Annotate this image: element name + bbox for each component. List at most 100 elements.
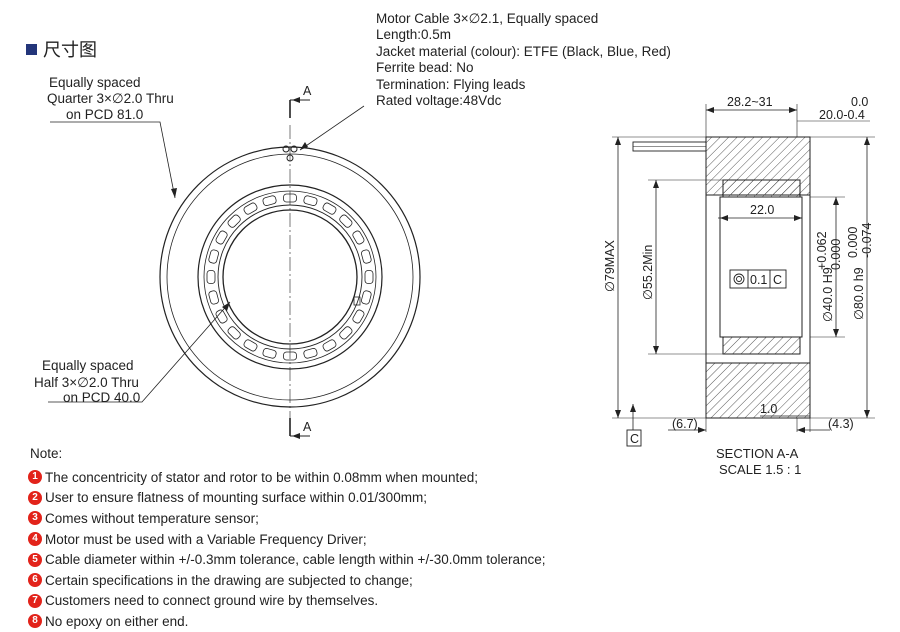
title-square-icon: [26, 44, 37, 55]
stator-slot: [322, 202, 337, 215]
stator-slot: [339, 326, 353, 340]
keyway-notch: [353, 296, 361, 306]
stator-slot: [215, 230, 228, 245]
scale-label: SCALE 1.5 : 1: [719, 462, 801, 477]
notes-header: Note:: [30, 446, 63, 461]
stator-slot: [352, 230, 365, 245]
section-view: [612, 104, 875, 447]
cable-hole: [282, 145, 290, 153]
datum-box: [626, 429, 642, 447]
stator-slot: [352, 309, 365, 324]
callout-quarter-line: Equally spaced: [49, 75, 141, 90]
stator-slot: [227, 214, 241, 228]
stator-slot: [262, 348, 277, 359]
note-number-icon: 2: [28, 490, 42, 505]
note-number-icon: 6: [28, 573, 42, 588]
stator-slot: [227, 326, 241, 340]
section-label: SECTION A-A: [716, 446, 799, 461]
dim-step: 1.0: [760, 402, 777, 416]
stator-slot: [364, 270, 374, 284]
section-lower-lip: [722, 336, 801, 355]
dim-bore-tol-lower: 0.000: [829, 239, 843, 270]
section-lower-body: [705, 362, 811, 419]
cable-spec-line: Length:0.5m: [376, 27, 452, 43]
stator-slot: [322, 339, 337, 352]
stator-slot: [215, 309, 228, 324]
cable-spec-line: Termination: Flying leads: [376, 76, 526, 92]
cable-hole: [290, 145, 298, 153]
cable-spec-block: Motor Cable 3×∅2.1, Equally spaced Lengt…: [376, 11, 671, 109]
dim-bore: ∅40.0 H9: [821, 267, 835, 322]
feature-control-frame: [729, 269, 787, 289]
title-text: 尺寸图: [43, 40, 97, 61]
callout-quarter-line: on PCD 81.0: [66, 107, 144, 122]
stator-slot: [262, 195, 277, 206]
note-text: Comes without temperature sensor;: [45, 510, 259, 526]
note-number-icon: 7: [28, 593, 42, 608]
section-upper-lip: [722, 179, 801, 198]
cable-spec-line: Motor Cable 3×∅2.1, Equally spaced: [376, 11, 599, 26]
stator-slot: [303, 195, 318, 206]
note-number-icon: 3: [28, 511, 42, 526]
note-number-icon: 5: [28, 552, 42, 567]
page-title: 尺寸图: [26, 40, 97, 62]
stator-slot: [303, 348, 318, 359]
dim-outer: ∅80.0 h9: [852, 267, 866, 320]
fcf-value: 0.1: [750, 273, 767, 287]
callout-half-line: on PCD 40.0: [63, 390, 141, 405]
cable-spec-line: Jacket material (colour): ETFE (Black, B…: [376, 43, 671, 59]
note-text: The concentricity of stator and rotor to…: [45, 469, 478, 485]
dim-dia-min: ∅55.2Min: [641, 245, 655, 300]
stator-slot: [361, 290, 372, 305]
note-text: No epoxy on either end.: [45, 613, 189, 629]
note-number-icon: 4: [28, 532, 42, 547]
stator-slot: [243, 339, 258, 352]
section-core: [719, 196, 803, 338]
stator-slot: [361, 249, 372, 264]
dim-tol-lower: 20.0-0.4: [819, 108, 865, 122]
dim-tol-upper: 0.0: [851, 95, 868, 109]
fcf-datum: C: [773, 273, 782, 287]
front-view: [48, 97, 421, 439]
concentricity-icon: [733, 273, 745, 285]
note-text: Customers need to connect ground wire by…: [45, 593, 379, 609]
section-marker-top: A: [303, 84, 312, 98]
dim-right-ref: (4.3): [828, 417, 854, 431]
dim-outer-tol-upper: 0.000: [846, 227, 860, 258]
dim-bore-tol-upper: +0.062: [815, 231, 829, 270]
stator-slots: [206, 193, 374, 361]
dim-width: 28.2~31: [727, 95, 773, 109]
cable-spec-line: Rated voltage:48Vdc: [376, 93, 502, 109]
callout-half-line: Equally spaced: [42, 358, 134, 373]
stator-slot: [206, 270, 216, 284]
note-number-icon: 8: [28, 614, 42, 629]
dim-dia-max: ∅79MAX: [603, 239, 617, 292]
note-text: User to ensure flatness of mounting surf…: [45, 490, 427, 506]
note-number-icon: 1: [28, 470, 42, 485]
dim-left-ref: (6.7): [672, 417, 698, 431]
stator-slot: [243, 202, 258, 215]
callout-half-line: Half 3×∅2.0 Thru: [34, 375, 139, 390]
note-text: Cable diameter within +/-0.3mm tolerance…: [45, 552, 546, 568]
datum-label: C: [630, 432, 639, 446]
stator-slot: [339, 214, 353, 228]
dim-inner-width: 22.0: [750, 203, 774, 217]
stator-slot: [208, 290, 219, 305]
note-text: Certain specifications in the drawing ar…: [45, 572, 413, 588]
dim-outer-tol-lower: -0.074: [860, 223, 874, 258]
section-marker-bottom: A: [303, 420, 312, 434]
cable-spec-line: Ferrite bead: No: [376, 60, 474, 76]
callout-quarter-line: Quarter 3×∅2.0 Thru: [47, 91, 174, 106]
stator-slot: [208, 249, 219, 264]
note-text: Motor must be used with a Variable Frequ…: [45, 531, 367, 547]
